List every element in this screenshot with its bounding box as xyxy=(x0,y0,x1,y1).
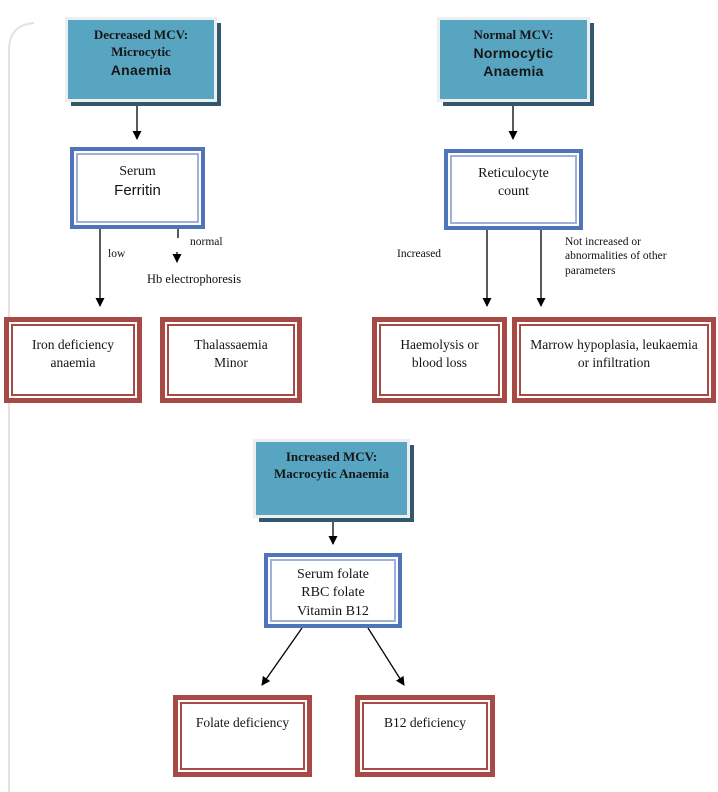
node-macrocytic-anaemia: Increased MCV: Macrocytic Anaemia xyxy=(253,439,410,518)
outcome-label: Iron deficiency anaemia xyxy=(31,337,115,370)
edge-label-increased: Increased xyxy=(397,248,442,260)
node-reticulocyte-count: Reticulocyte count xyxy=(444,149,583,230)
node-folate-b12-tests: Serum folate RBC folate Vitamin B12 xyxy=(264,553,402,628)
edge-label-low: low xyxy=(108,248,126,260)
node-inner: Folate deficiency xyxy=(180,702,305,770)
node-subtitle: Anaemia xyxy=(483,63,544,80)
node-haemolysis-blood-loss: Haemolysis or blood loss xyxy=(372,317,507,403)
arrow-to-folate-deficiency xyxy=(261,627,303,686)
test-label: Vitamin B12 xyxy=(297,603,369,619)
node-iron-deficiency-anaemia: Iron deficiency anaemia xyxy=(4,317,142,403)
test-label: Ferritin xyxy=(114,182,161,200)
node-title: Increased MCV: xyxy=(285,449,378,464)
node-serum-ferritin: Serum Ferritin xyxy=(70,147,205,229)
test-label: Serum folate xyxy=(297,567,369,582)
test-label: RBC folate xyxy=(301,585,365,601)
node-subtitle: Normocytic xyxy=(473,44,554,61)
node-inner: Marrow hypoplasia, leukaemia or infiltra… xyxy=(519,324,709,396)
arrow-to-b12-deficiency xyxy=(367,627,405,686)
outcome-label: Marrow hypoplasia, leukaemia or infiltra… xyxy=(530,337,698,370)
node-marrow-hypoplasia: Marrow hypoplasia, leukaemia or infiltra… xyxy=(512,317,716,403)
test-label: Serum xyxy=(119,164,156,179)
node-reticulocyte-count-inner: Reticulocyte count xyxy=(450,155,577,224)
node-inner: Thalassaemia Minor xyxy=(167,324,295,396)
edge-label-normal: normal xyxy=(190,236,223,248)
outcome-label: Haemolysis or blood loss xyxy=(400,337,479,370)
outcome-label: Folate deficiency xyxy=(195,715,290,730)
node-subtitle: Microcytic xyxy=(111,43,171,59)
outcome-label: B12 deficiency xyxy=(383,715,467,730)
node-serum-ferritin-inner: Serum Ferritin xyxy=(76,153,199,223)
edge-label-not-increased: Not increased or abnormalities of other … xyxy=(565,236,667,277)
node-microcytic-anaemia: Decreased MCV: Microcytic Anaemia xyxy=(65,17,217,102)
node-inner: Iron deficiency anaemia xyxy=(11,324,135,396)
node-subtitle: Macrocytic Anaemia xyxy=(274,465,389,481)
test-label: count xyxy=(497,184,530,200)
node-b12-deficiency: B12 deficiency xyxy=(355,695,495,777)
node-thalassaemia-minor: Thalassaemia Minor xyxy=(160,317,302,403)
page-frame-edge xyxy=(8,22,35,792)
outcome-label: Thalassaemia Minor xyxy=(194,337,268,370)
node-folate-deficiency: Folate deficiency xyxy=(173,695,312,777)
node-subtitle: Anaemia xyxy=(110,61,172,78)
test-label: Reticulocyte xyxy=(478,166,549,181)
node-normocytic-anaemia: Normal MCV: Normocytic Anaemia xyxy=(437,17,590,102)
node-inner: B12 deficiency xyxy=(362,702,488,770)
node-folate-b12-tests-inner: Serum folate RBC folate Vitamin B12 xyxy=(270,559,396,622)
edge-label-hb-electrophoresis: Hb electrophoresis xyxy=(147,272,242,286)
node-title: Decreased MCV: xyxy=(93,27,189,42)
node-inner: Haemolysis or blood loss xyxy=(379,324,500,396)
node-title: Normal MCV: xyxy=(473,27,554,42)
